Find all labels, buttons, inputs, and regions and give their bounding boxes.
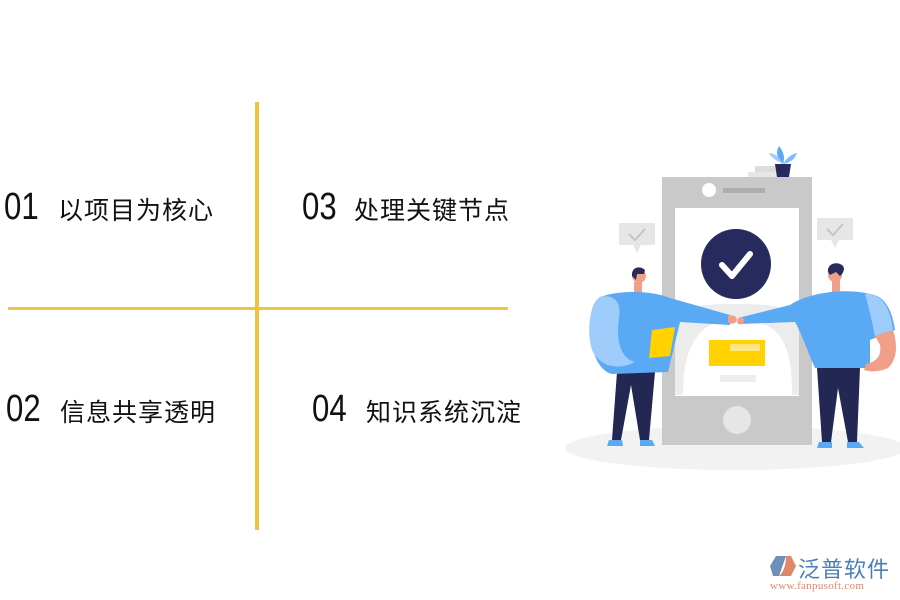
vertical-divider <box>255 102 259 530</box>
person-left <box>589 267 737 446</box>
feature-label: 知识系统沉淀 <box>366 398 523 427</box>
logo-name: 泛普软件 <box>798 558 891 583</box>
person-right <box>737 263 896 448</box>
feature-number: 02 <box>6 388 41 430</box>
feature-item-04: 04 知识系统沉淀 <box>312 388 522 431</box>
speech-bubble-check-icon <box>619 223 655 253</box>
logo-url: www.fanpusoft.com <box>770 580 865 592</box>
feature-label: 信息共享透明 <box>60 398 217 427</box>
feature-item-03: 03 处理关键节点 <box>302 186 510 229</box>
feature-item-02: 02 信息共享透明 <box>6 388 216 431</box>
checkmark-circle-icon <box>701 229 771 299</box>
feature-item-01: 01 以项目为核心 <box>4 186 214 229</box>
feature-number: 04 <box>312 388 347 430</box>
horizontal-divider <box>8 307 508 310</box>
plant-icon <box>748 146 797 178</box>
fanpusoft-logo: 泛普软件 www.fanpusoft.com <box>768 552 898 597</box>
feature-number: 03 <box>302 186 337 228</box>
teamwork-illustration <box>565 146 900 470</box>
feature-label: 处理关键节点 <box>354 196 511 225</box>
speech-bubble-check-icon <box>817 218 853 248</box>
feature-label: 以项目为核心 <box>58 196 215 225</box>
logo-hexagon-icon <box>770 556 796 576</box>
feature-number: 01 <box>4 186 39 228</box>
